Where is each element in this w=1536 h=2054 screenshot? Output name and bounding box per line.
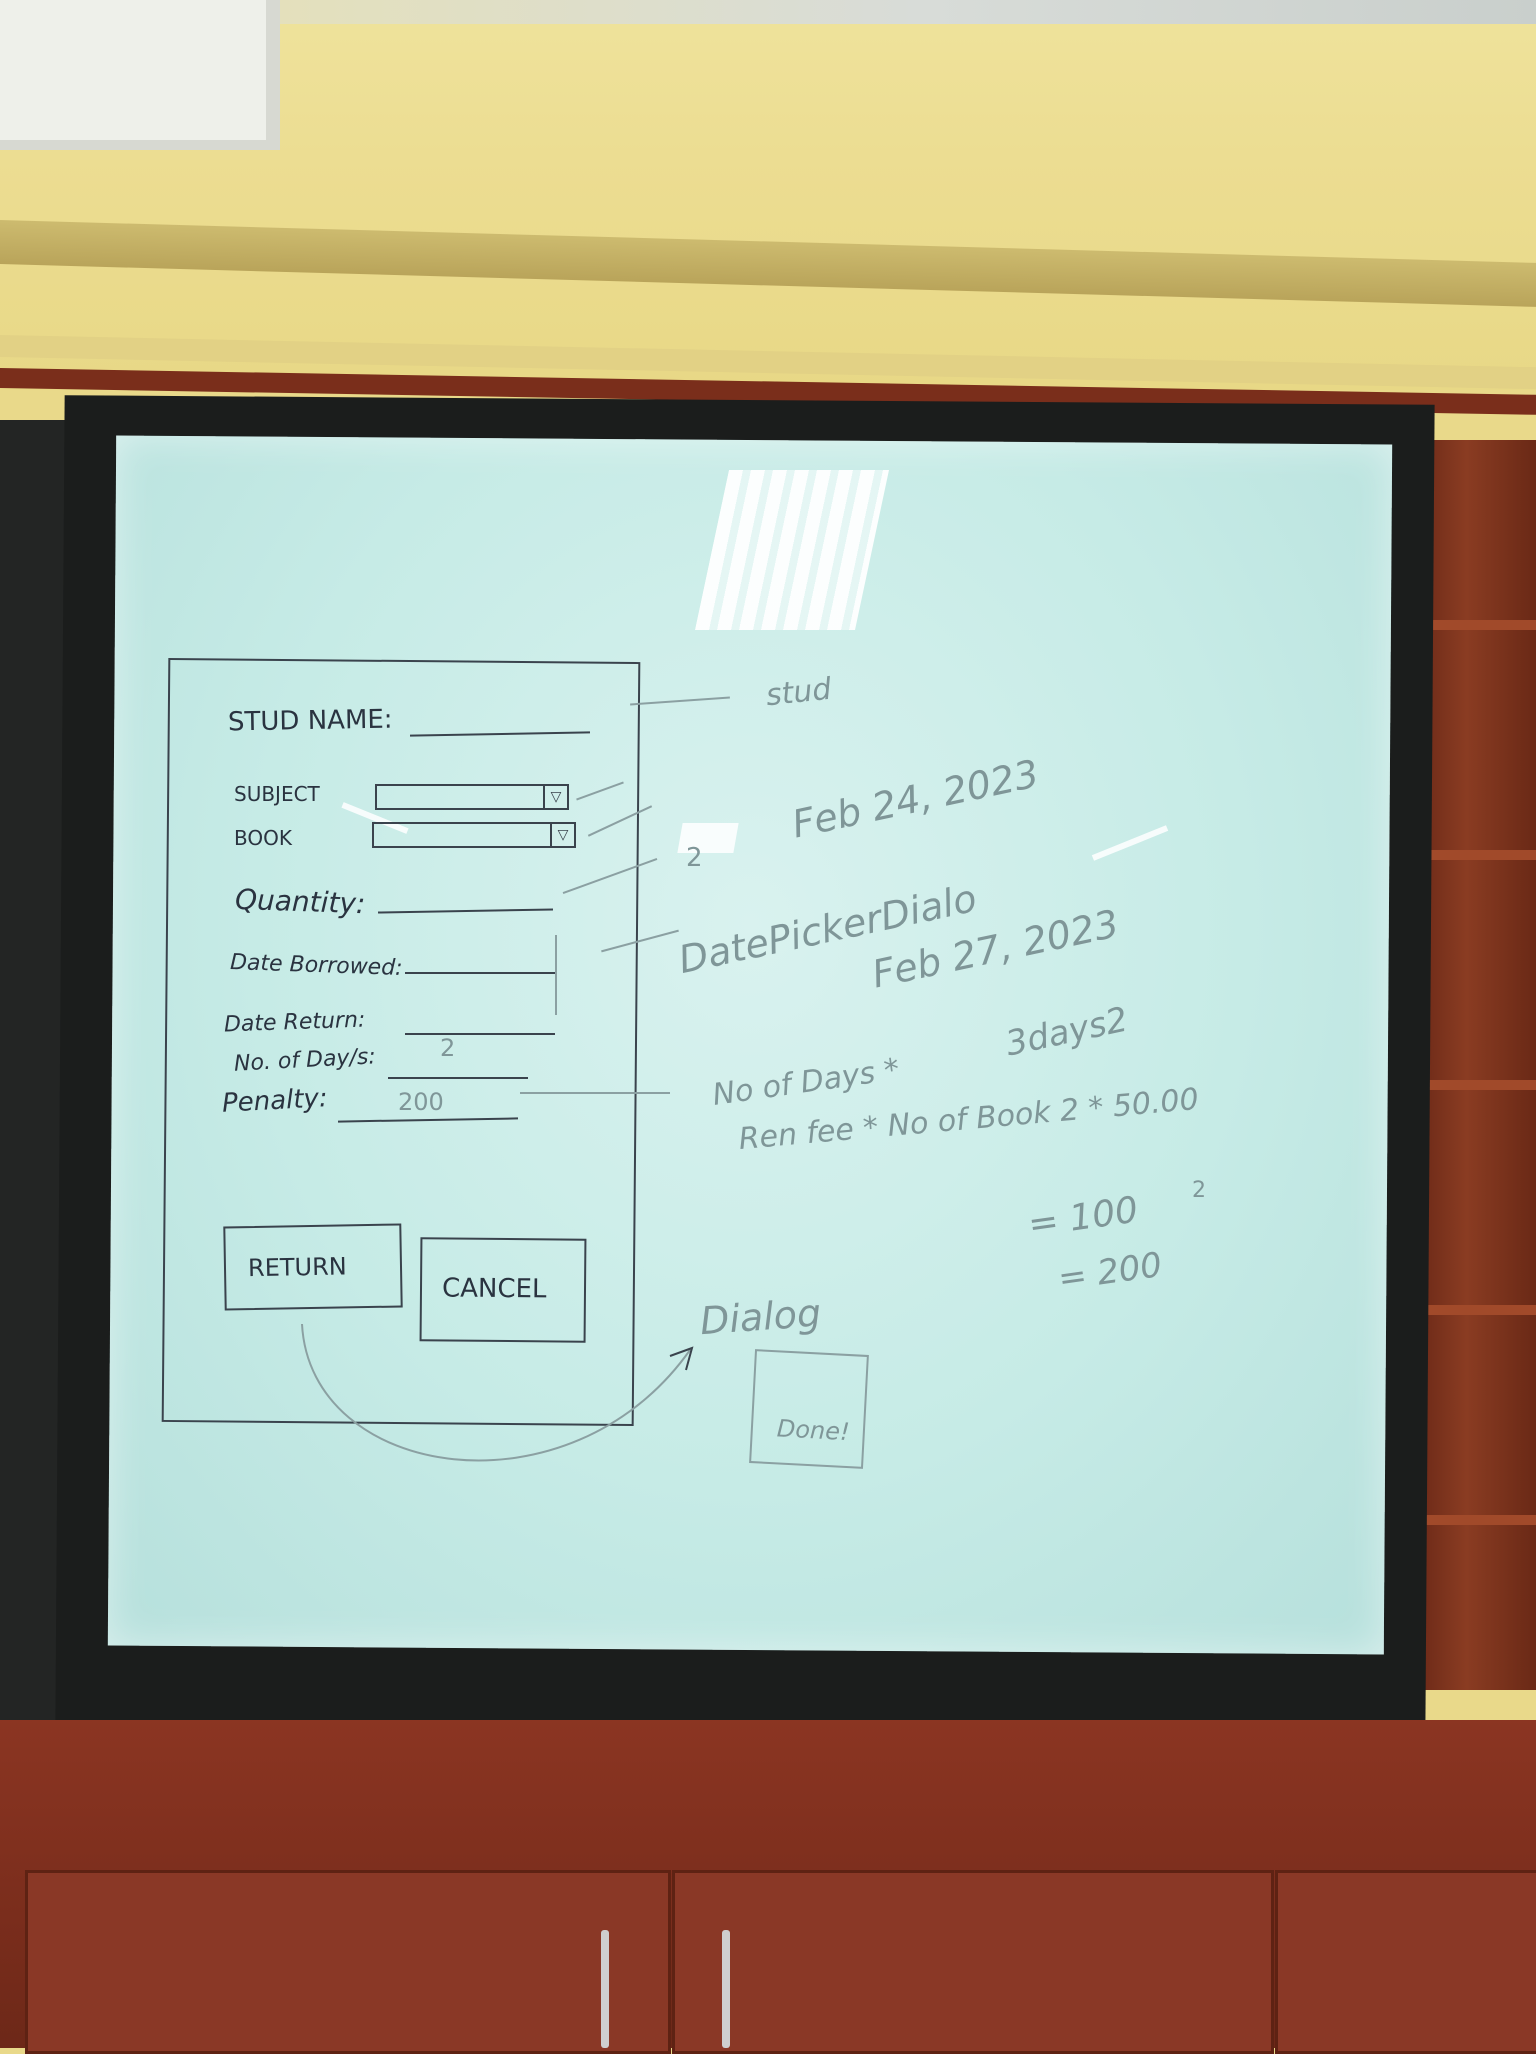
wooden-shelf	[1420, 440, 1536, 1690]
return-button-label: RETURN	[247, 1252, 347, 1283]
flow-arrow	[301, 1323, 694, 1462]
dialog-sketch: Done!	[749, 1349, 869, 1469]
date-borrowed-input[interactable]	[405, 972, 555, 974]
triangle-down-icon: ▽	[543, 786, 567, 808]
stud-name-label: STUD NAME:	[227, 704, 393, 738]
ceiling-beam	[0, 0, 280, 150]
shelf-board	[1425, 620, 1536, 630]
days-input[interactable]	[388, 1077, 528, 1079]
book-label: BOOK	[234, 826, 292, 850]
note-quantity: 2	[686, 843, 703, 873]
book-dropdown[interactable]: ▽	[372, 822, 576, 848]
shelf-board	[1425, 1305, 1536, 1315]
cabinet-handle	[601, 1930, 609, 2048]
shelf-board	[1425, 850, 1536, 860]
ceiling-light-reflection	[694, 470, 890, 630]
days-value: 2	[440, 1034, 456, 1062]
cabinet-handle	[722, 1930, 730, 2048]
subject-label: SUBJECT	[234, 782, 320, 806]
penalty-value: 200	[398, 1088, 444, 1116]
subject-dropdown[interactable]: ▽	[375, 784, 569, 810]
cabinet-door	[1275, 1870, 1536, 2054]
note-stud: stud	[764, 671, 834, 714]
date-return-input[interactable]	[405, 1033, 555, 1035]
return-button[interactable]: RETURN	[223, 1223, 403, 1311]
cancel-button-label: CANCEL	[441, 1273, 547, 1305]
cabinet-door	[25, 1870, 671, 2054]
connector-line	[520, 1092, 670, 1094]
bracket-line	[555, 935, 557, 1015]
shelf-board	[1425, 1080, 1536, 1090]
dialog-done-text: Done!	[776, 1414, 851, 1447]
note-result-1-sup: 2	[1192, 1178, 1206, 1203]
shelf-board	[1425, 1515, 1536, 1525]
cabinet-door	[672, 1870, 1274, 2054]
date-return-label: Date Return:	[223, 1007, 366, 1038]
penalty-label: Penalty:	[221, 1083, 329, 1119]
date-borrowed-label: Date Borrowed:	[229, 949, 403, 982]
quantity-label: Quantity:	[234, 882, 366, 921]
triangle-down-icon: ▽	[550, 824, 574, 846]
